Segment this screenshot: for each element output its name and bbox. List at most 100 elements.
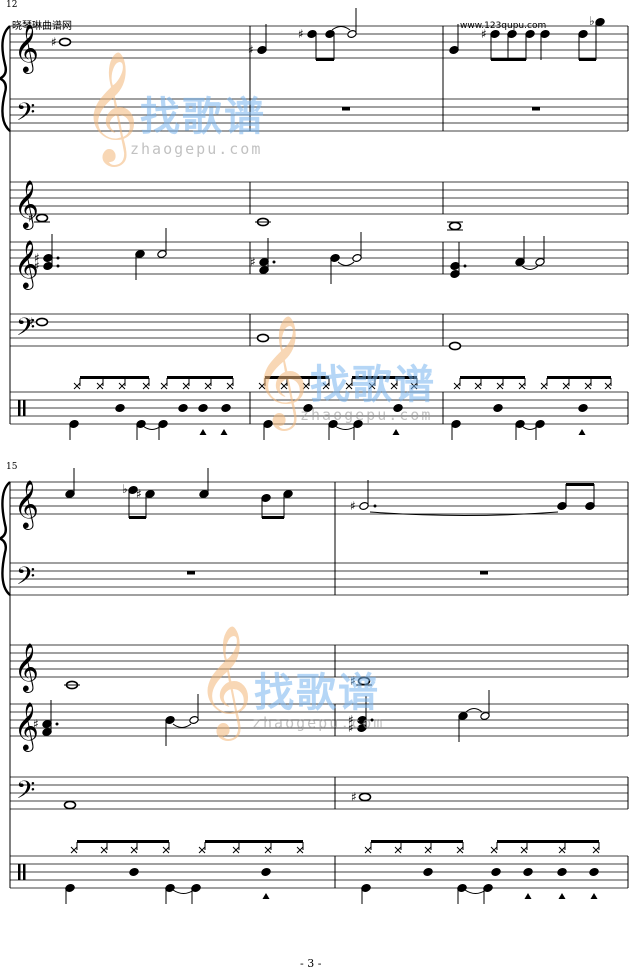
triangle-head [524,893,532,899]
sharp-sign: ♯ [248,43,254,57]
cymbal-head [390,382,398,390]
whole-note [35,317,49,327]
cymbal-head [424,846,432,854]
beam [566,483,594,486]
note-head [221,404,231,412]
beam [129,516,146,519]
beam [497,840,599,843]
cymbal-head [592,846,600,854]
whole-note [448,221,462,231]
dot [373,504,377,508]
tie [172,889,195,894]
dot [370,718,374,722]
note-head [129,868,139,876]
triangle-head [392,429,400,435]
note-head [178,404,188,412]
treble-clef-icon: 𝄞 [14,642,39,693]
beam [205,840,303,843]
triangle-head [199,429,207,435]
cymbal-head [198,846,206,854]
whole-note [35,213,49,223]
note-head [493,404,503,412]
cymbal-head [368,382,376,390]
cymbal-head [410,382,418,390]
cymbal-head [204,382,212,390]
note-head [307,30,317,38]
whole-rest [480,571,488,575]
cymbal-head [296,846,304,854]
brace [0,481,11,596]
cymbal-head [264,846,272,854]
beam [167,376,233,379]
cymbal-head [322,382,330,390]
cymbal-head [73,382,81,390]
sharp-sign: ♯ [348,713,354,727]
beam [262,516,284,519]
sharp-sign: ♯ [34,251,40,265]
note-head [261,868,271,876]
cymbal-head [584,382,592,390]
sharp-sign: ♯ [350,499,356,513]
whole-rest [532,107,540,111]
percussion-clef-icon [18,400,21,416]
cymbal-head [496,382,504,390]
cymbal-head [345,382,353,390]
whole-note [63,800,77,810]
dot [56,256,60,260]
cymbal-head [490,846,498,854]
flat-sign: ♭ [122,482,128,496]
sharp-sign: ♯ [51,35,57,49]
sharp-sign: ♯ [481,27,487,41]
bass-clef-icon: 𝄢 [16,562,35,597]
triangle-head [262,893,270,899]
whole-note [357,676,371,686]
page-number: - 3 - [300,957,322,970]
cymbal-head [456,846,464,854]
cymbal-head [130,846,138,854]
site-label-left: 晓琴琳曲谱网 [12,21,72,32]
sharp-sign: ♯ [28,315,34,329]
whole-note [358,792,372,802]
brace [0,25,11,132]
percussion-clef-icon [18,864,21,880]
note-head [491,868,501,876]
sharp-sign: ♯ [250,255,256,269]
sharp-sign: ♯ [33,717,39,731]
note-head [589,868,599,876]
percussion-clef-icon [23,864,26,880]
sharp-sign: ♯ [350,674,356,688]
note-head [423,868,433,876]
tie [172,723,192,728]
sharp-sign: ♯ [348,721,354,735]
note-head [393,404,403,412]
cymbal-head [520,846,528,854]
tie [464,889,487,894]
cymbal-head [182,382,190,390]
note-head [198,404,208,412]
whole-note [58,37,72,47]
dot [463,264,467,268]
cymbal-head [540,382,548,390]
beam [460,376,525,379]
sharp-sign: ♯ [28,211,34,225]
cymbal-head [394,846,402,854]
treble-clef-icon: 𝄞 [14,23,39,74]
cymbal-head [100,846,108,854]
cymbal-head [70,846,78,854]
tie [337,261,355,266]
triangle-head [578,429,586,435]
triangle-head [590,893,598,899]
cymbal-head [162,846,170,854]
cymbal-head [280,382,288,390]
flat-sign: ♭ [589,14,595,28]
note-head [303,404,313,412]
tie [521,425,539,430]
note-head [325,30,335,38]
cymbal-head [226,382,234,390]
beam [80,376,149,379]
dot [55,722,59,726]
measure-number-system-2: 15 [6,462,18,472]
note-head [557,868,567,876]
cymbal-head [558,846,566,854]
cymbal-head [518,382,526,390]
